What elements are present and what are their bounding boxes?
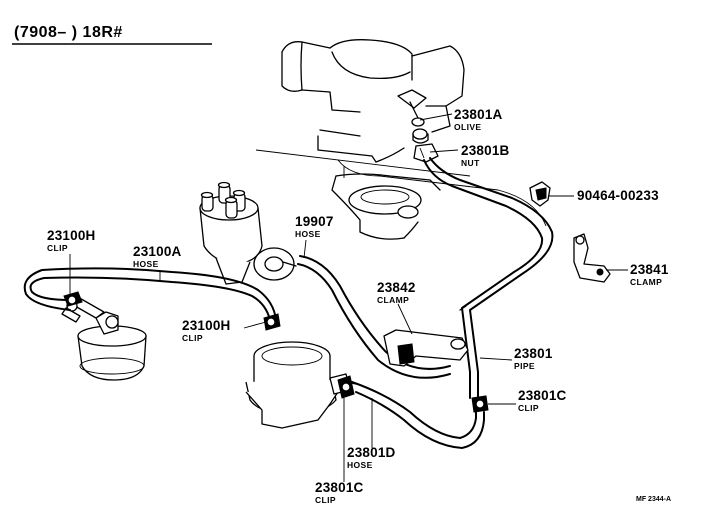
part-label-23100A: 23100A HOSE	[133, 244, 182, 269]
fuel-filter-drawing	[61, 295, 147, 381]
part-name: CLIP	[182, 333, 203, 343]
part-number: 90464-00233	[577, 188, 659, 203]
part-number: 23841	[630, 262, 669, 277]
part-number: 23100A	[133, 244, 182, 259]
part-name: CLAMP	[377, 295, 409, 305]
part-name: CLAMP	[630, 277, 662, 287]
part-name: HOSE	[133, 259, 159, 269]
part-label-23100H-mid: 23100H CLIP	[182, 318, 231, 343]
part-name: HOSE	[295, 229, 321, 239]
diagram-header: (7908– ) 18R#	[14, 24, 123, 41]
part-label-23801: 23801 PIPE	[514, 346, 553, 371]
part-name: CLIP	[518, 403, 539, 413]
part-name: PIPE	[514, 361, 535, 371]
part-number: 23100H	[47, 228, 96, 243]
part-number: 23801C	[518, 388, 567, 403]
part-name: NUT	[461, 158, 480, 168]
clamp-23841-drawing	[573, 233, 611, 283]
part-name: OLIVE	[454, 122, 482, 132]
clamp-23842-drawing	[383, 329, 469, 367]
part-name: HOSE	[347, 460, 373, 470]
hose-23801D-drawing	[337, 375, 489, 449]
pipe-23801-drawing	[337, 157, 554, 399]
part-label-23801A: 23801A OLIVE	[454, 107, 503, 132]
hose-23100A-drawing	[23, 267, 281, 331]
intake-body-drawing	[331, 173, 441, 240]
leader-lines	[69, 113, 628, 482]
hose-19907-drawing	[297, 255, 451, 379]
part-label-90464-00233: 90464-00233	[577, 188, 659, 203]
part-number: 23801D	[347, 445, 396, 460]
part-name: CLIP	[315, 495, 336, 505]
carburetor-drawing	[255, 39, 471, 177]
part-number: 23842	[377, 280, 416, 295]
distributor-drawing	[199, 181, 297, 285]
part-number: 19907	[295, 214, 334, 229]
figure-reference: MF 2344-A	[636, 496, 671, 503]
part-name: CLIP	[47, 243, 68, 253]
part-label-19907: 19907 HOSE	[295, 214, 334, 239]
part-label-23801B: 23801B NUT	[461, 143, 510, 168]
part-number: 23801	[514, 346, 553, 361]
part-number: 23100H	[182, 318, 231, 333]
part-number: 23801B	[461, 143, 510, 158]
part-label-23841: 23841 CLAMP	[630, 262, 669, 287]
part-label-23100H-top: 23100H CLIP	[47, 228, 96, 253]
clip-90464-drawing	[529, 181, 551, 207]
part-number: 23801C	[315, 480, 364, 495]
part-label-23842: 23842 CLAMP	[377, 280, 416, 305]
part-number: 23801A	[454, 107, 503, 122]
part-label-23801D: 23801D HOSE	[347, 445, 396, 470]
part-label-23801C-right: 23801C CLIP	[518, 388, 567, 413]
part-label-23801C-bottom: 23801C CLIP	[315, 480, 364, 505]
